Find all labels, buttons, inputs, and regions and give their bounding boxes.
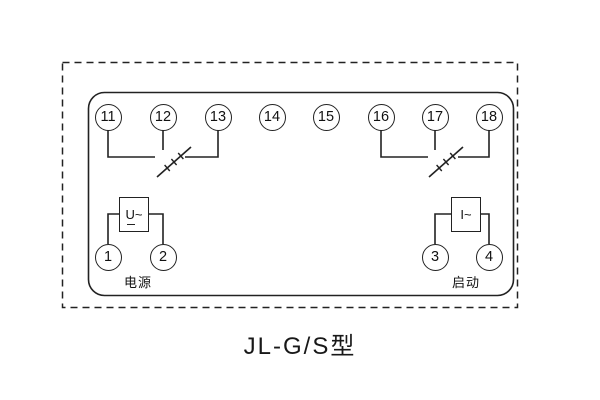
- contact-left-blade: [156, 146, 192, 178]
- start-label: 启动: [452, 275, 481, 290]
- wire-terminal-4: [481, 213, 490, 244]
- wire-terminal-18: [458, 130, 490, 158]
- terminal-12: 12: [149, 103, 177, 131]
- terminal-1: 1: [94, 243, 122, 271]
- voltage-element-label: U~: [125, 207, 143, 222]
- voltage-element-box: U~: [119, 197, 149, 232]
- model-title: JL-G/S型: [243, 333, 357, 360]
- terminal-14: 14: [258, 103, 286, 131]
- voltage-polarity-mark: [127, 224, 135, 225]
- terminal-13: 13: [204, 103, 232, 131]
- terminal-16: 16: [367, 103, 395, 131]
- terminal-3: 3: [421, 243, 449, 271]
- wire-terminal-1: [107, 213, 119, 244]
- wire-terminal-13: [185, 130, 219, 158]
- outer-dashed-frame: [61, 61, 519, 309]
- terminal-2: 2: [149, 243, 177, 271]
- terminal-11: 11: [94, 103, 122, 131]
- current-element-box: I~: [451, 197, 481, 232]
- contact-left-ticks: [164, 152, 184, 172]
- terminal-17: 17: [421, 103, 449, 131]
- terminal-18: 18: [475, 103, 503, 131]
- wire-terminal-3: [434, 213, 451, 244]
- terminal-4: 4: [475, 243, 503, 271]
- wire-terminal-11: [107, 130, 155, 158]
- current-element-label: I~: [460, 207, 472, 222]
- terminal-15: 15: [312, 103, 340, 131]
- wire-terminal-2: [149, 213, 164, 244]
- contact-right-ticks: [436, 152, 456, 172]
- power-label: 电源: [124, 275, 153, 290]
- contact-right-blade: [428, 146, 464, 178]
- wire-terminal-16: [380, 130, 428, 158]
